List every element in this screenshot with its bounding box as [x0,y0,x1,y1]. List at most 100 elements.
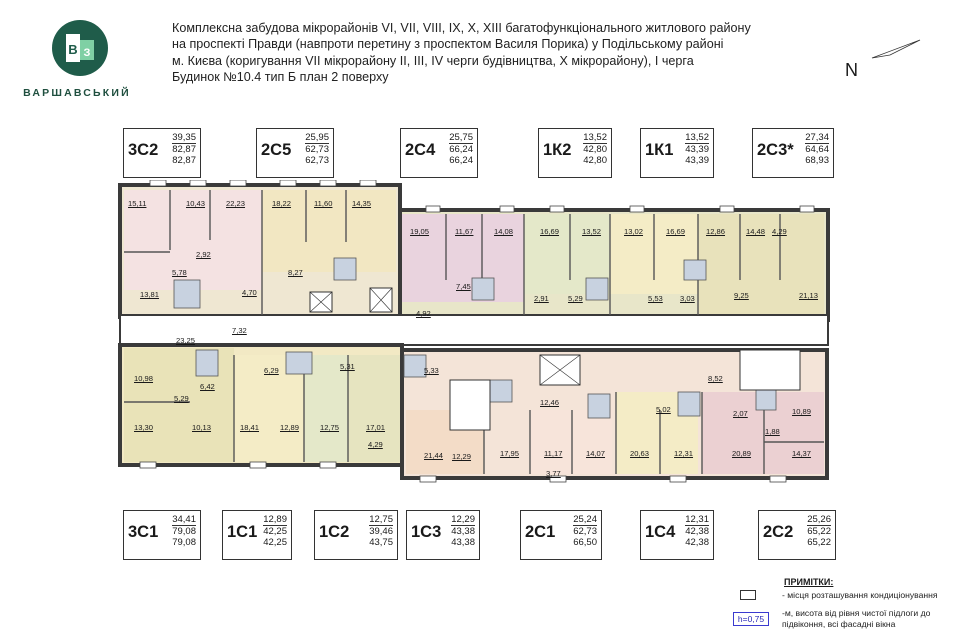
apartment-code: 3С1 [128,523,159,541]
apartment-area-value: 25,75 [449,132,473,145]
room-area-label: 10,13 [192,423,212,432]
apartment-area-value: 12,89 [263,514,287,527]
apartment-area-value: 66,50 [573,537,597,549]
apartment-area-value: 43,38 [451,526,475,538]
room-area-label: 6,42 [200,382,215,391]
apartment-area-value: 42,25 [263,537,287,549]
note-ac: - місця розташування кондиціонування [782,590,938,600]
north-label: N [845,60,858,80]
apartment-area-value: 66,24 [449,144,473,156]
room-area-label: 10,89 [792,407,812,416]
apartment-area-value: 62,73 [305,144,329,156]
room-area-label: 19,05 [410,227,430,236]
apartment-area-value: 25,95 [305,132,329,145]
room-area-label: 21,44 [424,451,444,460]
room-area-label: 11,60 [314,199,333,208]
apartment-area-value: 12,31 [685,514,709,527]
room-area-label: 14,07 [586,449,606,458]
header-line: Будинок №10.4 тип Б план 2 поверху [172,70,389,85]
room-area-label: 1,88 [765,427,780,436]
room-area-label: 18,41 [240,423,260,432]
apartment-area-value: 68,93 [805,155,829,167]
room-area-label: 6,29 [264,366,279,375]
room-area-label: 16,69 [666,227,686,236]
apartment-area-value: 39,46 [369,526,393,538]
room-area-label: 13,30 [134,423,154,432]
apartment-area-value: 43,38 [451,537,475,549]
apartment-area-value: 43,39 [685,155,709,167]
room-area-label: 21,13 [799,291,819,300]
apartment-area-value: 43,39 [685,144,709,156]
apartment-code: 2С2 [763,523,794,541]
room-area-label: 14,08 [494,227,514,236]
room-area-label: 4,29 [772,227,787,236]
apartment-area-value: 79,08 [172,537,196,549]
room-area-label: 5,29 [174,394,189,403]
svg-text:В: В [68,42,77,57]
room-area-label: 13,02 [624,227,644,236]
room-area-label: 7,32 [232,326,247,335]
ac-location-legend-icon [740,590,756,600]
apartment-area-value: 42,38 [685,526,709,538]
note-window-height-2: підвіконня, всі фасадні вікна [782,619,896,629]
header-line: Комплексна забудова мікрорайонів VI, VII… [172,21,751,35]
apartment-code: 2С4 [405,141,436,159]
apartment-code: 3С2 [128,141,159,159]
apartment-area-value: 43,75 [369,537,393,549]
apartment-code: 2С3* [757,141,794,159]
room-area-label: 16,69 [540,227,560,236]
apartment-code: 2С1 [525,523,556,541]
room-area-label: 15,11 [128,199,147,208]
room-area-label: 5,33 [424,366,439,375]
note-window-height-1: -м, висота від рівня чистої підлоги до [782,608,931,618]
room-area-label: 14,37 [792,449,812,458]
window-height-legend: h=0,75 [733,612,769,626]
apartment-code: 1К2 [543,141,572,159]
room-area-label: 13,81 [140,290,160,299]
apartment-area-value: 82,87 [172,144,196,156]
apartment-area-value: 27,34 [805,132,829,145]
room-area-label: 8,52 [708,374,723,383]
room-area-label: 3,03 [680,294,695,303]
room-area-label: 4,29 [368,440,383,449]
apartment-area-value: 13,52 [583,132,607,145]
floor-plan [118,180,830,483]
room-area-label: 3,77 [546,469,561,478]
apartment-area-value: 62,73 [305,155,329,167]
room-area-label: 11,17 [544,449,563,458]
room-area-label: 20,89 [732,449,752,458]
apartment-area-value: 42,38 [685,537,709,549]
room-area-label: 17,95 [500,449,520,458]
room-area-label: 12,86 [706,227,726,236]
room-area-label: 4,70 [242,288,257,297]
apartment-area-value: 66,24 [449,155,473,167]
varshavskyi-logo: В З [52,20,108,76]
room-area-label: 7,45 [456,282,471,291]
room-area-label: 23,25 [176,336,196,345]
apartment-area-value: 62,73 [573,526,597,538]
room-area-label: 10,98 [134,374,154,383]
room-area-label: 14,48 [746,227,766,236]
svg-text:З: З [84,47,91,59]
apartment-area-value: 65,22 [807,537,831,549]
room-area-label: 22,23 [226,199,246,208]
apartment-code: 1С1 [227,523,258,541]
room-area-label: 12,29 [452,452,472,461]
room-area-label: 18,22 [272,199,292,208]
